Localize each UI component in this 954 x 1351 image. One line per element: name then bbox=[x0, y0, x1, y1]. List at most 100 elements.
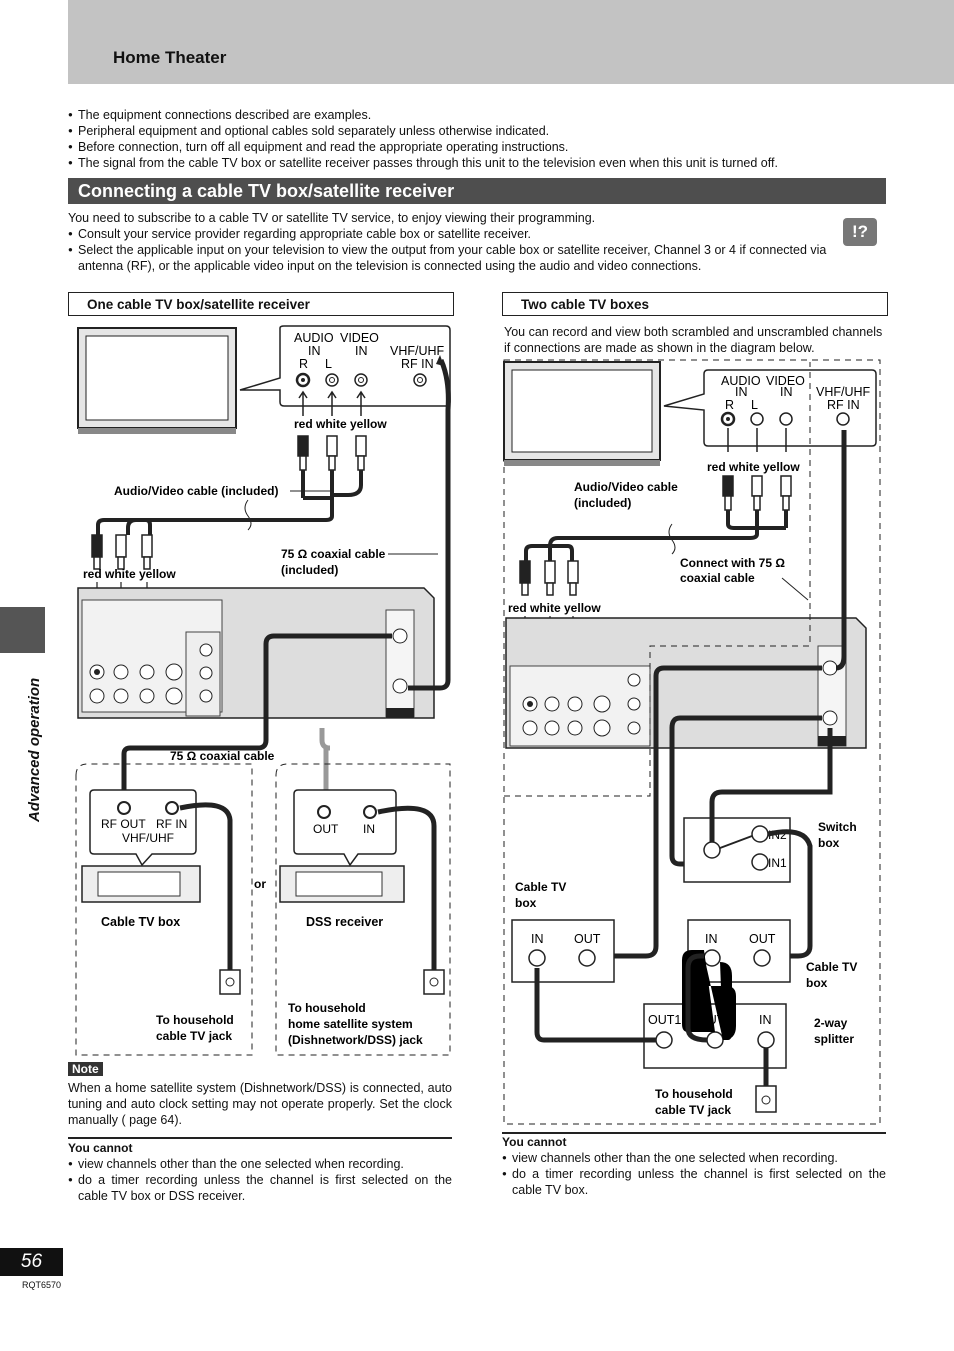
dashed-group bbox=[75, 763, 253, 1056]
jack-icon bbox=[363, 805, 377, 819]
cable-box-label: box bbox=[515, 896, 537, 910]
right-panel-description: You can record and view both scrambled a… bbox=[504, 325, 883, 355]
r-label: R bbox=[725, 398, 734, 412]
rfin-label: RF IN bbox=[156, 817, 187, 831]
side-label: Advanced operation bbox=[26, 677, 43, 822]
household-label: cable TV jack bbox=[156, 1029, 232, 1043]
switch-box-label: Switch bbox=[818, 820, 857, 834]
list-item: The equipment connections described are … bbox=[68, 107, 928, 123]
av-plug-bottom bbox=[91, 534, 153, 570]
household-label: home satellite system bbox=[288, 1017, 413, 1031]
switch-box-icon bbox=[683, 817, 791, 883]
tv-screen bbox=[85, 335, 229, 421]
jack-icon bbox=[317, 805, 331, 819]
rfout-label: RF OUT bbox=[101, 817, 146, 831]
out-label: OUT bbox=[313, 822, 339, 836]
jack-icon bbox=[354, 373, 368, 387]
note-text: When a home satellite system (Dishnetwor… bbox=[68, 1081, 452, 1127]
dss-label: DSS receiver bbox=[306, 915, 383, 929]
jack-icon bbox=[89, 628, 408, 705]
coax-cable-label: 75 Ω coaxial cable bbox=[170, 749, 275, 763]
list-item: view channels other than the one selecte… bbox=[502, 1150, 886, 1166]
cable-box-label: Cable TV bbox=[515, 880, 566, 894]
jack-icon bbox=[578, 949, 596, 967]
left-panel-title: One cable TV box/satellite receiver bbox=[68, 292, 454, 316]
dashed-group bbox=[503, 359, 881, 1125]
divider bbox=[502, 1132, 886, 1134]
right-diagram: AUDIO VIDEO IN IN R L VHF/UHF RF IN red … bbox=[503, 359, 881, 1125]
rfin-label: RF IN bbox=[827, 398, 860, 412]
cable-color-label: red white yellow bbox=[294, 417, 387, 431]
you-cannot-list: view channels other than the one selecte… bbox=[502, 1150, 886, 1198]
list-item: Peripheral equipment and optional cables… bbox=[68, 123, 928, 139]
cable-color-label: red white yellow bbox=[707, 460, 800, 474]
video-label: VIDEO bbox=[340, 331, 379, 345]
in-label: IN bbox=[355, 344, 368, 358]
jack-icon bbox=[750, 412, 764, 426]
coax-cable-label: (included) bbox=[281, 563, 338, 577]
jack-icon bbox=[117, 801, 131, 815]
av-cable-label: (included) bbox=[574, 496, 631, 510]
intro: You need to subscribe to a cable TV or s… bbox=[68, 210, 838, 274]
right-panel-title: Two cable TV boxes bbox=[502, 292, 888, 316]
help-icon: !? bbox=[843, 218, 877, 246]
in-label: IN bbox=[735, 385, 748, 399]
out1-label: OUT1 bbox=[648, 1013, 681, 1027]
jack-icon bbox=[751, 853, 769, 871]
you-cannot-title: You cannot bbox=[68, 1141, 133, 1155]
l-label: L bbox=[325, 357, 332, 371]
jack-icon bbox=[528, 949, 546, 967]
vhf-label: VHF/UHF bbox=[816, 385, 871, 399]
household-label: To household bbox=[288, 1001, 366, 1015]
you-cannot-list: view channels other than the one selecte… bbox=[68, 1156, 452, 1204]
tv-jack-callout bbox=[663, 369, 877, 447]
intro-line: You need to subscribe to a cable TV or s… bbox=[68, 211, 596, 225]
tv-base bbox=[78, 428, 236, 434]
r-label: R bbox=[299, 357, 308, 371]
cable-color-label: red white yellow bbox=[508, 601, 601, 615]
cable-box-label: box bbox=[806, 976, 828, 990]
out-label: OUT bbox=[749, 932, 776, 946]
in-label: IN bbox=[780, 385, 793, 399]
cable-box-label: Cable TV bbox=[806, 960, 857, 974]
jack-icon bbox=[655, 1031, 673, 1049]
connect-label: Connect with 75 Ω bbox=[680, 556, 785, 570]
list-item: Before connection, turn off all equipmen… bbox=[68, 139, 928, 155]
household-label: cable TV jack bbox=[655, 1103, 731, 1117]
list-item: The signal from the cable TV box or sate… bbox=[68, 155, 928, 171]
jack-icon bbox=[751, 825, 769, 843]
audio-label: AUDIO bbox=[721, 374, 761, 388]
jack-icon bbox=[522, 660, 838, 737]
cable-box-icon bbox=[511, 919, 615, 983]
av-plug-top bbox=[297, 435, 367, 471]
jack-icon bbox=[836, 412, 850, 426]
in-label: IN bbox=[705, 932, 718, 946]
you-cannot-title: You cannot bbox=[502, 1135, 567, 1149]
av-cable-label: Audio/Video cable bbox=[574, 480, 678, 494]
list-item: do a timer recording unless the channel … bbox=[502, 1166, 886, 1198]
in-label: IN bbox=[759, 1013, 772, 1027]
page-number: 56 bbox=[0, 1248, 63, 1276]
audio-label: AUDIO bbox=[294, 331, 334, 345]
rfin-label: RF IN bbox=[401, 357, 434, 371]
out-label: OUT bbox=[574, 932, 601, 946]
note-label: Note bbox=[68, 1062, 103, 1076]
in-label: IN bbox=[363, 822, 375, 836]
switch-box-label: box bbox=[818, 836, 840, 850]
in-label: IN bbox=[308, 344, 321, 358]
list-item: Consult your service provider regarding … bbox=[68, 226, 838, 242]
av-plug-top bbox=[722, 475, 792, 511]
connect-label: coaxial cable bbox=[680, 571, 755, 585]
divider bbox=[68, 1137, 452, 1139]
household-label: (Dishnetwork/DSS) jack bbox=[288, 1033, 423, 1047]
jack-icon bbox=[757, 1031, 775, 1049]
splitter-label: splitter bbox=[814, 1032, 854, 1046]
splitter-label: 2-way bbox=[814, 1016, 848, 1030]
cable-box-label: Cable TV box bbox=[101, 915, 180, 929]
coax-cable-label: 75 Ω coaxial cable bbox=[281, 547, 386, 561]
in-label: IN bbox=[531, 932, 544, 946]
document-code: RQT6570 bbox=[22, 1280, 62, 1290]
jack-icon bbox=[703, 841, 721, 859]
tv-jack-callout bbox=[239, 325, 451, 407]
section-title: Home Theater bbox=[113, 48, 227, 67]
